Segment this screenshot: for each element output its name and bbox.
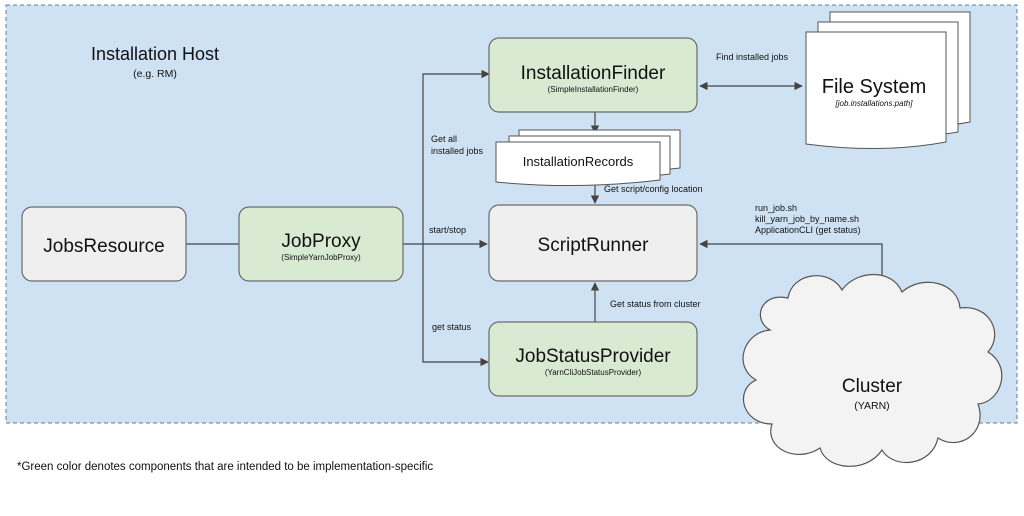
label-get-status: get status [432,322,472,332]
cluster-cloud-shape [742,273,1003,467]
label-script-run-job: run_job.sh [755,203,797,213]
installation-records-label: InstallationRecords [523,154,634,169]
label-get-all: Get all [431,134,457,144]
edge-to-installationfinder [422,69,490,244]
node-installation-records: InstallationRecords [495,129,681,187]
node-file-system: File System [job.installations.path] [805,11,971,150]
file-system-sub: [job.installations.path] [835,99,914,108]
node-jobs-resource: JobsResource [21,206,187,282]
cluster-sub: (YARN) [854,400,889,412]
label-get-script-config: Get script/config location [604,184,703,194]
label-find-installed: Find installed jobs [716,52,789,62]
job-status-provider-label: JobStatusProvider [515,346,671,367]
label-script-kill-job: kill_yarn_job_by_name.sh [755,214,859,224]
edge-to-jobstatusprovider [422,244,489,367]
host-subtitle: (e.g. RM) [133,68,177,80]
node-cluster: Cluster (YARN) [742,273,1003,467]
jobs-resource-label: JobsResource [43,236,164,257]
installation-finder-label: InstallationFinder [521,63,666,84]
footnote: *Green color denotes components that are… [17,461,434,473]
host-title: Installation Host [91,44,219,64]
job-status-provider-sub: (YarnCliJobStatusProvider) [545,368,642,377]
installation-finder-sub: (SimpleInstallationFinder) [548,85,639,94]
job-proxy-label: JobProxy [281,231,361,252]
label-start-stop: start/stop [429,225,466,235]
label-installed-jobs: installed jobs [431,146,484,156]
node-job-proxy: JobProxy (SimpleYarnJobProxy) [238,206,404,282]
label-get-status-cluster: Get status from cluster [610,299,701,309]
node-job-status-provider: JobStatusProvider (YarnCliJobStatusProvi… [488,321,698,397]
script-runner-label: ScriptRunner [538,235,650,256]
node-script-runner: ScriptRunner [488,204,698,282]
cluster-label: Cluster [842,376,903,397]
node-installation-finder: InstallationFinder (SimpleInstallationFi… [488,37,698,113]
label-script-appcli: ApplicationCLI (get status) [755,225,861,235]
job-proxy-sub: (SimpleYarnJobProxy) [281,253,361,262]
file-system-label: File System [822,76,926,98]
